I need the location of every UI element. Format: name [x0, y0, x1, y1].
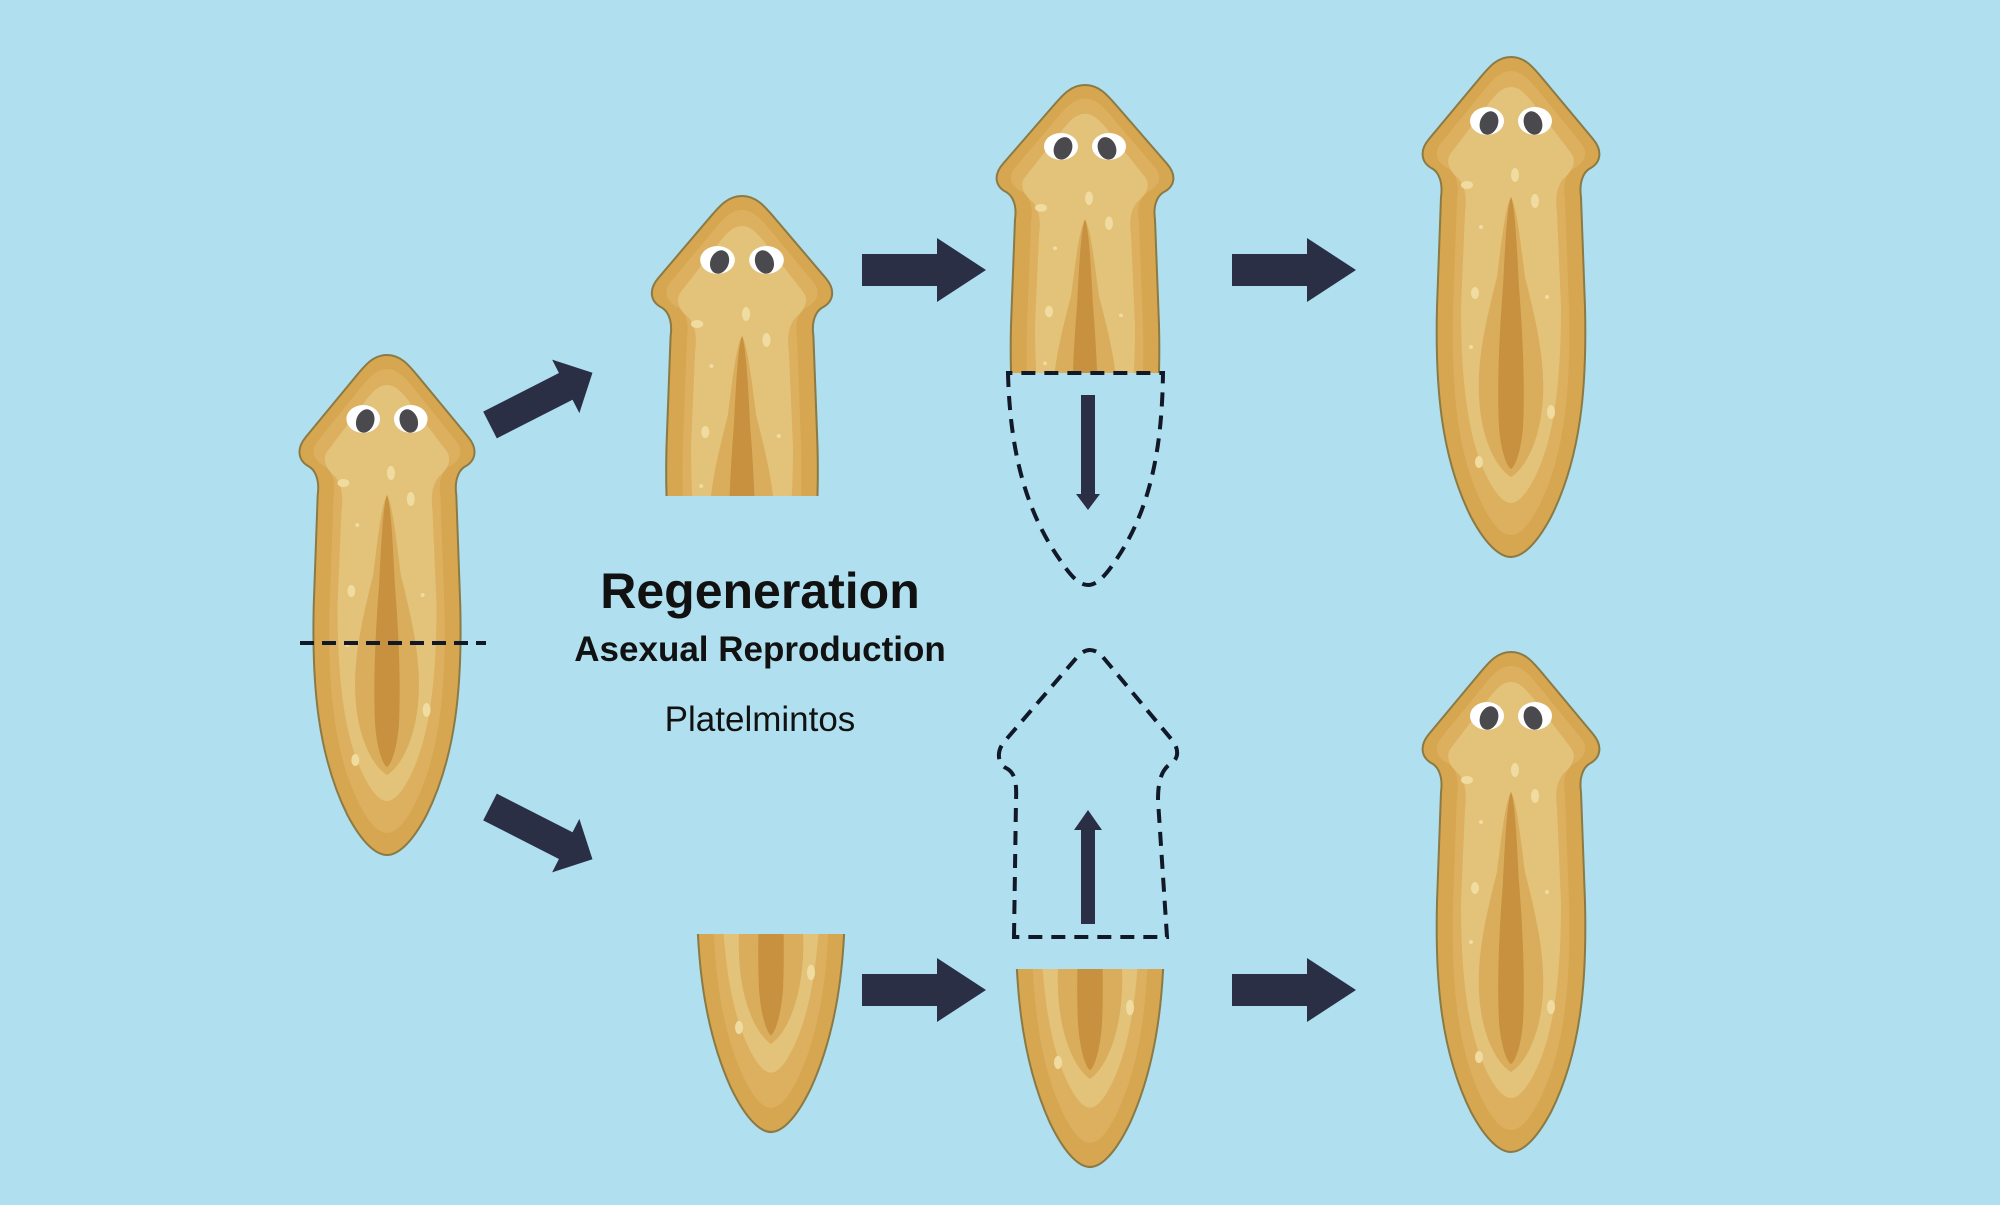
diagram-title: Regeneration	[600, 563, 920, 619]
arrow-right-icon	[862, 238, 986, 302]
head-regenerating-tail	[995, 84, 1175, 588]
tail-regenerating-head	[997, 648, 1180, 1169]
regrowth-outline	[1005, 371, 1166, 588]
arrow-down-icon	[1076, 395, 1100, 510]
diagram-subtitle: Asexual Reproduction	[574, 630, 946, 669]
head-fragment	[650, 194, 834, 496]
new-worm-from-head	[1421, 56, 1601, 558]
arrow-up-icon	[1074, 810, 1102, 924]
arrow-down-right-icon	[483, 793, 593, 873]
arrow-right-icon	[862, 958, 986, 1022]
organism-label: Platelmintos	[664, 700, 856, 739]
regrowth-outline	[997, 648, 1179, 939]
arrow-up-right-icon	[483, 359, 593, 439]
arrow-right-icon	[1232, 238, 1356, 302]
arrow-right-icon	[1232, 958, 1356, 1022]
